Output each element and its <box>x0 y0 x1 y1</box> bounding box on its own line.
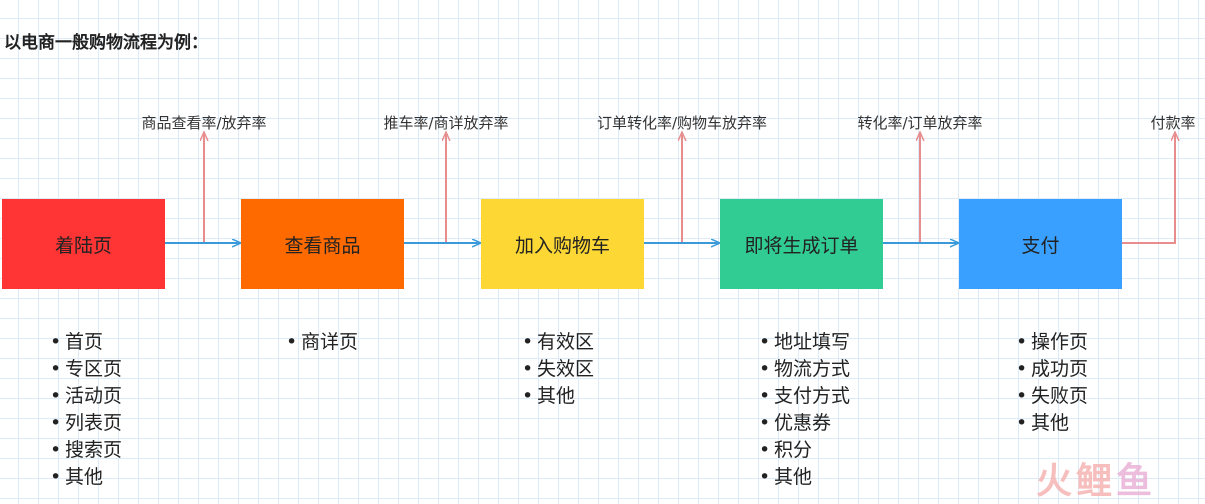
list-item: 其他 <box>522 384 594 411</box>
list-item: 商详页 <box>286 330 358 357</box>
list-item: 活动页 <box>50 384 122 411</box>
list-item: 其他 <box>759 465 850 492</box>
list-item: 其他 <box>1016 411 1088 438</box>
step-label: 查看商品 <box>284 234 361 257</box>
step-label: 支付 <box>1021 234 1060 257</box>
list-item: 其他 <box>50 465 122 492</box>
list-item: 支付方式 <box>759 384 850 411</box>
list-item: 操作页 <box>1016 330 1088 357</box>
rate-label-order: 订单转化率/购物车放弃率 <box>596 114 768 132</box>
step-payment: 支付 <box>959 199 1122 289</box>
order-page-list: 地址填写物流方式支付方式优惠券积分其他 <box>759 330 850 492</box>
step-landing-page: 着陆页 <box>2 199 165 289</box>
list-item: 优惠券 <box>759 411 850 438</box>
list-item: 专区页 <box>50 357 122 384</box>
rate-label-conversion: 转化率/订单放弃率 <box>857 114 983 132</box>
rate-label-view: 商品查看率/放弃率 <box>141 114 267 132</box>
landing-page-list: 首页专区页活动页列表页搜索页其他 <box>50 330 122 492</box>
diagram-heading: 以电商一般购物流程为例： <box>4 33 208 53</box>
list-item: 列表页 <box>50 411 122 438</box>
rate-label-payment: 付款率 <box>1150 114 1196 132</box>
step-create-order: 即将生成订单 <box>720 199 883 289</box>
cart-page-list: 有效区失效区其他 <box>522 330 594 411</box>
list-item: 地址填写 <box>759 330 850 357</box>
rate-arrow-5 <box>1122 133 1175 244</box>
step-view-product: 查看商品 <box>241 199 404 289</box>
step-add-to-cart: 加入购物车 <box>481 199 644 289</box>
rate-label-add-cart: 推车率/商详放弃率 <box>383 114 509 132</box>
step-label: 着陆页 <box>54 234 112 257</box>
list-item: 积分 <box>759 438 850 465</box>
list-item: 有效区 <box>522 330 594 357</box>
list-item: 失效区 <box>522 357 594 384</box>
product-page-list: 商详页 <box>286 330 358 357</box>
list-item: 失败页 <box>1016 384 1088 411</box>
payment-page-list: 操作页成功页失败页其他 <box>1016 330 1088 438</box>
list-item: 物流方式 <box>759 357 850 384</box>
brand-watermark-logo: 火鲤鱼 <box>1036 461 1157 502</box>
list-item: 成功页 <box>1016 357 1088 384</box>
step-label: 加入购物车 <box>514 234 610 257</box>
list-item: 首页 <box>50 330 122 357</box>
step-label: 即将生成订单 <box>744 234 859 257</box>
list-item: 搜索页 <box>50 438 122 465</box>
